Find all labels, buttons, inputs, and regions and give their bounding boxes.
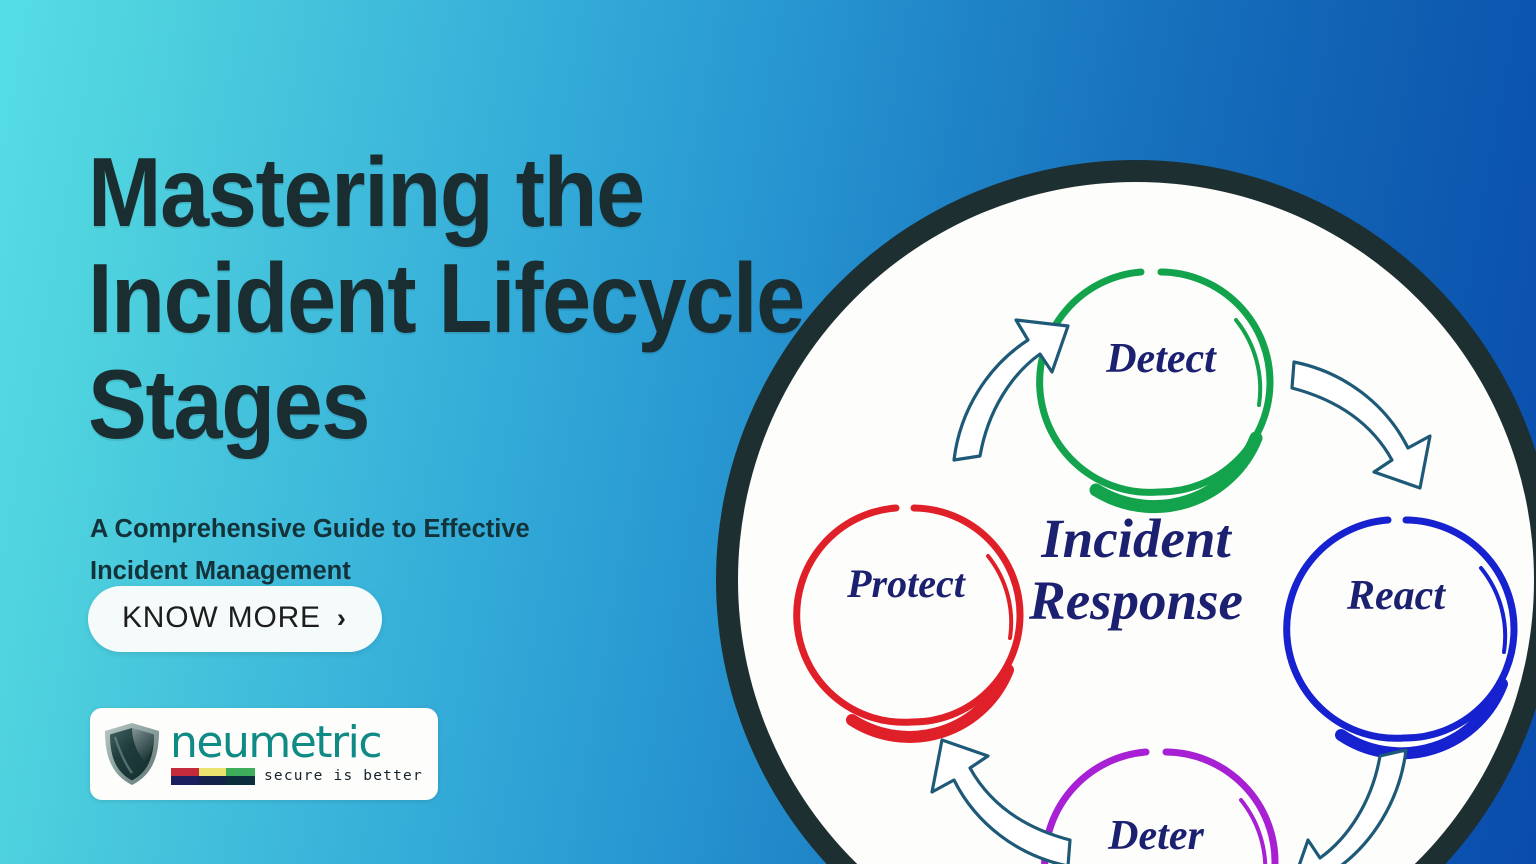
arrow-deter-to-protect bbox=[930, 738, 1072, 864]
brand-wordmark: neumetric bbox=[170, 717, 383, 769]
diagram-center-label: Incident Response bbox=[1029, 508, 1243, 632]
node-label-protect: Protect bbox=[847, 561, 965, 606]
node-ring-react bbox=[1283, 516, 1518, 760]
node-label-deter: Deter bbox=[1108, 813, 1204, 859]
page-subtitle: A Comprehensive Guide to Effective Incid… bbox=[90, 515, 530, 585]
brand-tagline: secure is better bbox=[264, 768, 423, 785]
hero-text-block: Mastering the Incident Lifecycle Stages … bbox=[88, 137, 888, 592]
arrow-detect-to-react bbox=[1290, 360, 1432, 490]
brand-logo-card[interactable]: neumetric secure is better bbox=[90, 708, 438, 800]
node-label-detect: Detect bbox=[1106, 336, 1216, 382]
node-ring-deter bbox=[1041, 748, 1279, 864]
brand-colorbar-icon bbox=[171, 767, 255, 785]
node-label-react: React bbox=[1347, 573, 1445, 619]
know-more-label: KNOW MORE bbox=[122, 601, 321, 634]
arrow-react-to-deter bbox=[1297, 748, 1408, 864]
chevron-right-icon: › bbox=[336, 602, 346, 633]
know-more-button[interactable]: KNOW MORE › bbox=[88, 586, 382, 652]
node-ring-detect bbox=[1036, 268, 1274, 514]
incident-response-cycle-diagram: Detect React Deter Protect Incident Resp… bbox=[716, 160, 1536, 864]
arrow-protect-to-detect bbox=[952, 318, 1070, 462]
node-ring-protect bbox=[793, 504, 1024, 743]
shield-icon bbox=[102, 721, 162, 787]
logo-tagline-row: secure is better bbox=[171, 767, 426, 785]
logo-text-block: neumetric secure is better bbox=[168, 717, 426, 785]
page-title: Mastering the Incident Lifecycle Stages bbox=[88, 137, 805, 459]
